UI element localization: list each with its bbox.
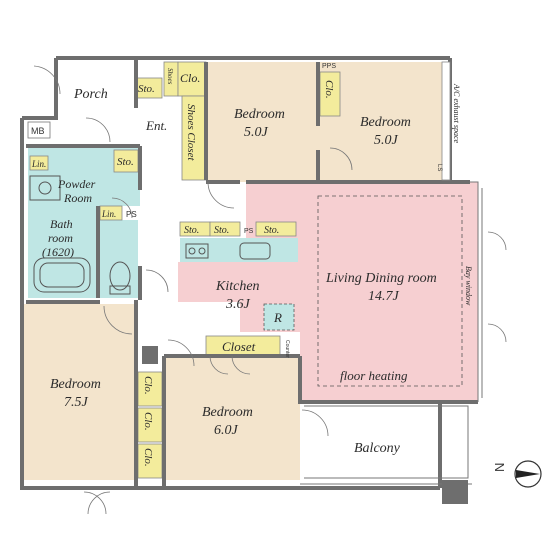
bathroom-label-line2: room <box>48 231 73 245</box>
porch-label: Porch <box>73 87 108 102</box>
refrigerator-label: R <box>273 310 282 325</box>
bedroom-left-name: Bedroom <box>50 377 101 392</box>
clo-label-1: Clo. <box>142 376 154 395</box>
shoes-label: Shoes <box>166 68 174 85</box>
ps-bath-label: PS <box>126 210 137 219</box>
walls <box>20 56 478 490</box>
bedroom-top-left-area <box>208 62 318 182</box>
living-dining-name: Living Dining room <box>325 271 437 286</box>
bedroom-center-name: Bedroom <box>202 405 253 420</box>
shoes-closet-box <box>181 95 207 181</box>
shoes-closet-label: Shoes Closet <box>185 104 197 161</box>
kitchen-name: Kitchen <box>215 279 260 294</box>
bedroom-left-size: 7.5J <box>64 395 89 410</box>
clo-label-3: Clo. <box>142 448 154 467</box>
kitchen-size: 3.6J <box>225 297 251 312</box>
refrigerator-box <box>263 303 295 331</box>
balcony-label: Balcony <box>354 441 401 456</box>
bedroom-top-right-size: 5.0J <box>374 133 399 148</box>
bay-window-label: Bay window <box>464 266 473 306</box>
bathroom-label-line1: Bath <box>50 217 73 231</box>
powder-room-label-line1: Powder <box>57 177 96 191</box>
clo-bedroom-right-label: Clo. <box>323 80 335 99</box>
pillar-top-right <box>441 61 451 181</box>
sto-kitchen-label-3: Sto. <box>264 225 279 236</box>
toilet-area <box>100 220 138 298</box>
pillar-bottom-right <box>442 480 468 504</box>
fixtures <box>29 175 271 295</box>
bedroom-top-right-name: Bedroom <box>360 115 411 130</box>
mb-label: MB <box>31 126 45 136</box>
floor-heating-zone <box>317 195 463 387</box>
sto-kitchen-label-2: Sto. <box>214 225 229 236</box>
bedroom-center-size: 6.0J <box>214 423 239 438</box>
sto-kitchen-box-3 <box>255 221 297 237</box>
bedroom-left-area <box>24 304 136 480</box>
ac-exhaust-label: A/C exhaust space <box>452 83 461 144</box>
compass-n-label: N <box>492 463 507 472</box>
lin-bath-label: Lin. <box>101 209 116 219</box>
sto-kitchen-label-1: Sto. <box>184 225 199 236</box>
bathroom-label-line3: (1620) <box>42 245 74 259</box>
shaft-mb <box>27 121 51 139</box>
lin-powder-label: Lin. <box>31 159 46 169</box>
entrance-label: Ent. <box>145 118 167 133</box>
floor-heating-label: floor heating <box>340 368 408 383</box>
powder-room-label-line2: Room <box>63 191 92 205</box>
sto-powder-label: Sto. <box>117 156 134 168</box>
closet-label: Closet <box>222 339 256 354</box>
door-swings <box>33 65 507 515</box>
clo-top-label: Clo. <box>180 71 200 85</box>
ps-kitchen-label: PS <box>244 228 254 235</box>
living-dining-area <box>178 182 478 402</box>
sto-kitchen-box-2 <box>209 221 241 237</box>
clo-box-1 <box>137 371 163 407</box>
ls-label: LS <box>436 164 442 171</box>
compass-icon: N <box>492 460 542 488</box>
bathroom-area <box>28 206 98 298</box>
sto-porch-label: Sto. <box>138 83 155 95</box>
bedroom-center-area <box>164 358 300 480</box>
clo-label-2: Clo. <box>142 412 154 431</box>
clo-box-2 <box>137 407 163 443</box>
living-dining-size: 14.7J <box>368 289 400 304</box>
duct-box <box>142 346 158 364</box>
lin-powder-box <box>29 155 49 171</box>
counter-label: Counter <box>284 340 290 358</box>
bedroom-top-left-name: Bedroom <box>234 107 285 122</box>
pps-label: PPS <box>322 63 336 70</box>
bedroom-top-left-size: 5.0J <box>244 125 269 140</box>
